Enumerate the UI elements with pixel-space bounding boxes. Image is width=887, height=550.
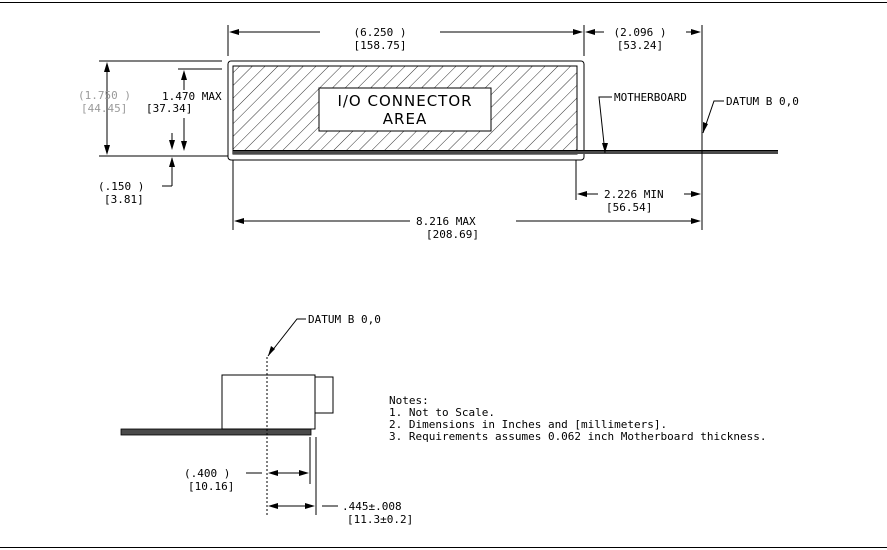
min-dim-inch: 2.226 MIN [604,188,664,201]
max-height-dim-mm: [37.34] [146,102,192,115]
note-item-2: 2. Dimensions in Inches and [millimeters… [389,418,667,431]
note-item-1: 1. Not to Scale. [389,406,495,419]
side-connector-flange [314,376,334,414]
offset-dim-inch: (2.096 ) [614,26,667,39]
side-span-dim-inch: .445±.008 [342,500,402,513]
notes-title: Notes: [389,394,429,407]
motherboard-strip [233,151,778,154]
height-dim-mm: [44.45] [81,102,127,115]
width-dim-mm: [158.75] [354,39,407,52]
depth-dim-mm: [3.81] [104,193,144,206]
datum-bottom-label: DATUM B 0,0 [308,313,381,326]
depth-dim-inch: (.150 ) [98,180,144,193]
side-motherboard [120,428,312,436]
connector-outline [227,60,585,161]
side-offset-dim-inch: (.400 ) [184,467,230,480]
connector-label-line1: I/O CONNECTOR [337,92,472,110]
width-dim-inch: (6.250 ) [354,26,407,39]
side-span-dim-mm: [11.3±0.2] [347,513,413,526]
note-item-3: 3. Requirements assumes 0.062 inch Mothe… [389,430,767,443]
height-dim-inch: (1.750 ) [78,89,131,102]
max-height-dim-inch: 1.470 MAX [162,90,222,103]
overall-dim-mm: [208.69] [426,228,479,241]
offset-dim-mm: [53.24] [617,39,663,52]
datum-top-label: DATUM B 0,0 [726,95,799,108]
side-connector-body [221,374,316,430]
side-offset-dim-mm: [10.16] [188,480,234,493]
overall-dim-inch: 8.216 MAX [416,215,476,228]
motherboard-label: MOTHERBOARD [614,91,687,104]
connector-label-line2: AREA [383,110,427,128]
min-dim-mm: [56.54] [606,201,652,214]
connector-label-box [318,87,492,132]
